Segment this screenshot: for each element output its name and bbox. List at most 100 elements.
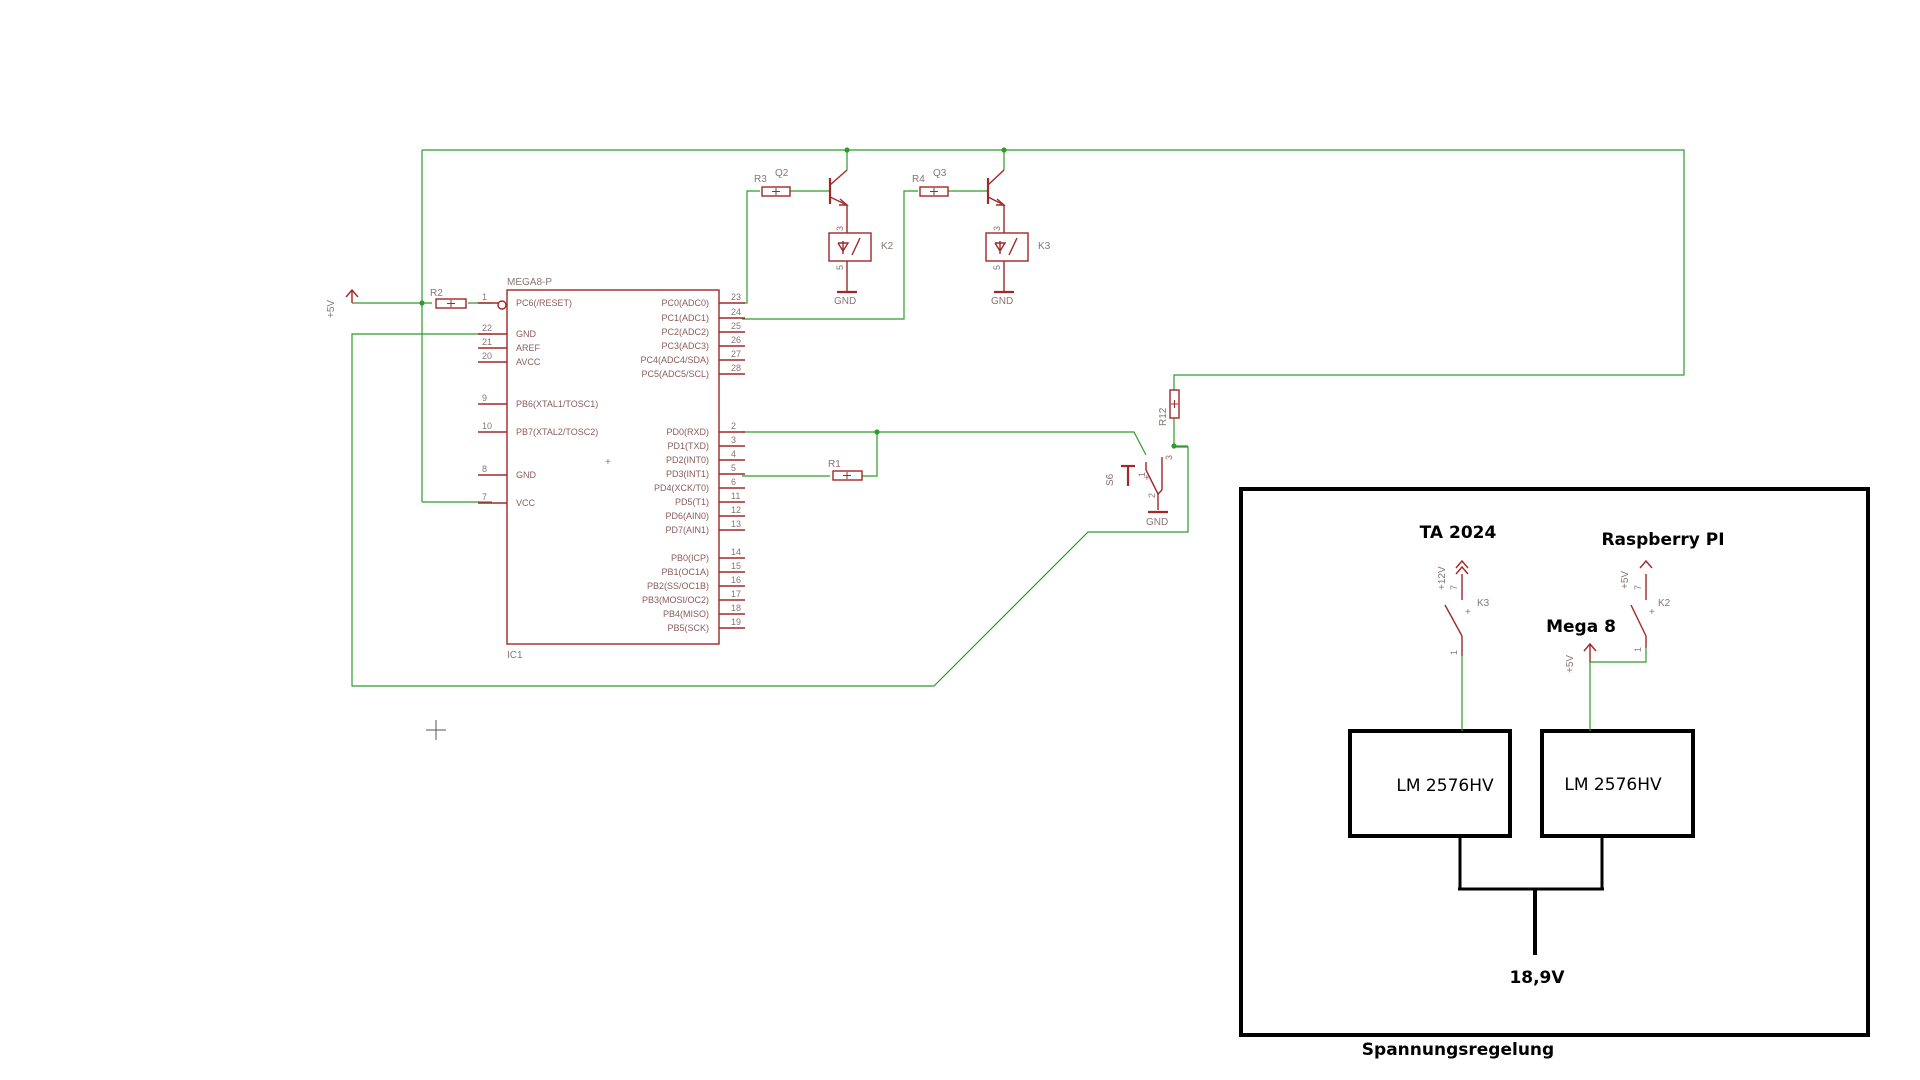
pin-label: PC1(ADC1) bbox=[661, 313, 709, 323]
pin-label: GND bbox=[516, 329, 537, 339]
pin-number: 5 bbox=[731, 463, 736, 473]
mcu-name: MEGA8-P bbox=[507, 277, 552, 288]
r3-label: R3 bbox=[754, 174, 767, 185]
pin-number: 17 bbox=[731, 589, 741, 599]
regulator-left-label: LM 2576HV bbox=[1396, 776, 1494, 796]
q3-label: Q3 bbox=[933, 168, 947, 179]
pin-label: PD7(AIN1) bbox=[665, 525, 709, 535]
pin-label: PB4(MISO) bbox=[663, 609, 709, 619]
svg-text:2: 2 bbox=[1147, 493, 1157, 498]
pin-number: 8 bbox=[482, 464, 487, 474]
pin-number: 15 bbox=[731, 561, 741, 571]
pin-label: PB3(MOSI/OC2) bbox=[642, 595, 709, 605]
transistor-q2: Q2 bbox=[775, 168, 849, 233]
mcu-left-pins: 1PC6(/RESET)22GND21AREF20AVCC9PB6(XTAL1/… bbox=[478, 292, 598, 508]
pin-label: PD1(TXD) bbox=[667, 441, 709, 451]
pin-label: PD4(XCK/T0) bbox=[654, 483, 709, 493]
resistor-r2: R2 bbox=[430, 288, 467, 309]
pin-number: 16 bbox=[731, 575, 741, 585]
output-ta2024-label: TA 2024 bbox=[1420, 523, 1497, 543]
input-voltage-label: 18,9V bbox=[1509, 968, 1565, 988]
svg-text:+: + bbox=[605, 457, 611, 468]
pin-label: AVCC bbox=[516, 357, 541, 367]
pin-number: 26 bbox=[731, 335, 741, 345]
mega8-5v-arrow: +5V bbox=[1565, 642, 1597, 673]
pin-label: PC0(ADC0) bbox=[661, 298, 709, 308]
k3-power-label: K3 bbox=[1477, 598, 1490, 609]
pin-number: 2 bbox=[731, 421, 736, 431]
wires bbox=[351, 147, 1685, 687]
resistor-r12: R12 bbox=[1158, 389, 1180, 426]
switch-s6: + S6 GND 1 2 3 bbox=[1105, 455, 1174, 528]
supply-5v-left: +5V bbox=[326, 288, 359, 318]
pin-label: PC5(ADC5/SCL) bbox=[641, 369, 709, 379]
pin-label: PD2(INT0) bbox=[666, 455, 709, 465]
relay-k3: K3 3 5 GND bbox=[985, 226, 1051, 307]
gnd-s6-label: GND bbox=[1146, 517, 1168, 528]
pin-number: 24 bbox=[731, 307, 741, 317]
svg-text:1: 1 bbox=[1449, 650, 1459, 655]
svg-text:7: 7 bbox=[1449, 585, 1459, 590]
pin-label: PD3(INT1) bbox=[666, 469, 709, 479]
pin-number: 13 bbox=[731, 519, 741, 529]
svg-text:+: + bbox=[1144, 473, 1150, 484]
pin-label: PD0(RXD) bbox=[666, 427, 709, 437]
resistor-r3: R3 bbox=[754, 174, 791, 197]
mcu-right-pins: 23PC0(ADC0)24PC1(ADC1)25PC2(ADC2)26PC3(A… bbox=[640, 292, 745, 633]
output-mega8-label: Mega 8 bbox=[1546, 617, 1616, 637]
mega8-5v-label: +5V bbox=[1565, 655, 1576, 673]
switch-k3-power: + +12V K3 7 1 bbox=[1437, 559, 1490, 656]
svg-text:+: + bbox=[1649, 607, 1655, 618]
pin-number: 27 bbox=[731, 349, 741, 359]
resistor-r1: R1 bbox=[828, 459, 863, 481]
power-group-label: Spannungsregelung bbox=[1362, 1040, 1554, 1060]
svg-text:3: 3 bbox=[1164, 455, 1174, 460]
output-raspberry-label: Raspberry PI bbox=[1601, 530, 1724, 550]
gnd-k3-label: GND bbox=[991, 296, 1013, 307]
pin-label: PB0(ICP) bbox=[671, 553, 709, 563]
pin-label: PB2(SS/OC1B) bbox=[647, 581, 709, 591]
pin-label: AREF bbox=[516, 343, 541, 353]
k3-12v-label: +12V bbox=[1437, 566, 1448, 590]
pin-label: PC4(ADC4/SDA) bbox=[640, 355, 709, 365]
svg-text:5: 5 bbox=[835, 265, 845, 270]
mcu-ic1: MEGA8-P IC1 + 1PC6(/RESET)22GND21AREF20A… bbox=[478, 277, 745, 661]
svg-text:7: 7 bbox=[1633, 585, 1643, 590]
pin-number: 10 bbox=[482, 421, 492, 431]
s6-label: S6 bbox=[1105, 473, 1116, 486]
r12-label: R12 bbox=[1158, 407, 1169, 426]
pin-label: PD5(T1) bbox=[675, 497, 709, 507]
pin-number: 12 bbox=[731, 505, 741, 515]
svg-text:3: 3 bbox=[992, 226, 1002, 231]
pin-number: 14 bbox=[731, 547, 741, 557]
pin-number: 21 bbox=[482, 337, 492, 347]
switch-k2-power: + +5V K2 7 1 bbox=[1620, 559, 1671, 652]
pin-label: PB6(XTAL1/TOSC1) bbox=[516, 399, 598, 409]
svg-text:3: 3 bbox=[835, 226, 845, 231]
pin-number: 1 bbox=[482, 292, 487, 302]
pin-number: 28 bbox=[731, 363, 741, 373]
pin-number: 4 bbox=[731, 449, 736, 459]
svg-text:1: 1 bbox=[1633, 647, 1643, 652]
